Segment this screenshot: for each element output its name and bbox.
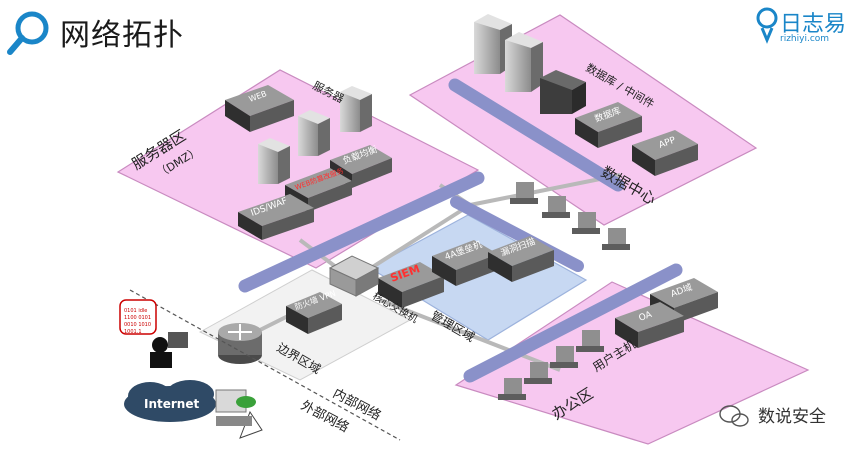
bus-datacenter <box>448 78 625 192</box>
brand-url: rizhiyi.com <box>780 34 830 44</box>
attacker-bubble-line: 0101 idle <box>124 308 147 314</box>
label-oa: OA <box>638 310 655 324</box>
bus-dmz <box>238 171 485 293</box>
server-ids-waf <box>238 194 314 240</box>
server-web <box>225 85 294 132</box>
attacker-icon <box>119 299 188 368</box>
wechat-icon <box>719 405 749 427</box>
internet-cloud-icon <box>124 380 216 422</box>
search-icon <box>7 11 49 55</box>
server-bastion <box>432 240 498 286</box>
router-icon <box>218 323 262 364</box>
external-user-icon <box>215 389 263 439</box>
tower-server-1 <box>340 86 372 132</box>
brand-logo-icon <box>756 7 778 44</box>
server-firewall-vpn <box>286 292 342 334</box>
server-app <box>632 130 698 176</box>
bus-core <box>450 196 584 272</box>
bus-office <box>463 263 683 383</box>
core-switch-icon <box>328 255 380 297</box>
label-internet: Internet <box>144 397 199 411</box>
watermark-text: 数说安全 <box>758 407 826 427</box>
server-oa <box>615 302 684 348</box>
tower-server-3 <box>258 138 290 184</box>
tower-db-2 <box>505 32 543 92</box>
workstation-group-core <box>510 182 630 250</box>
attacker-bubble-line: 1001.1 <box>124 329 142 335</box>
tower-server-2 <box>298 110 330 156</box>
server-vuln-scan <box>488 236 554 282</box>
network-boundary-line <box>129 289 401 441</box>
attacker-bubble-line: 0010 1010 <box>124 322 151 328</box>
attacker-bubble-line: 1100 0101 <box>124 315 151 321</box>
zone-office <box>454 281 810 445</box>
server-database <box>575 102 642 148</box>
brand-name: 日志易 <box>780 12 847 37</box>
page-title: 网络拓扑 <box>60 18 184 53</box>
server-siem <box>378 262 444 308</box>
workstation-group-office <box>498 330 604 400</box>
storage-array <box>540 70 586 114</box>
